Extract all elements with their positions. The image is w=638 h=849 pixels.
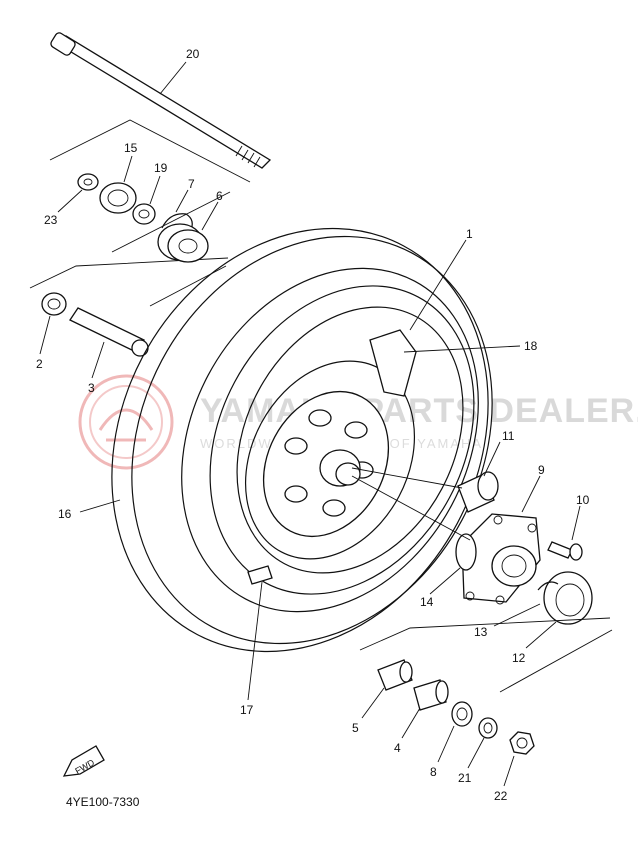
callout-15: 15 — [124, 141, 138, 155]
brake-disc-tab — [369, 329, 417, 397]
part-spacer-3[interactable] — [69, 307, 149, 357]
callout-1: 1 — [466, 227, 473, 241]
diagram-code: 4YE100-7330 — [66, 795, 140, 809]
callout-14: 14 — [420, 595, 434, 609]
part-spacer-4[interactable] — [413, 679, 449, 711]
part-bolt-10[interactable] — [547, 541, 583, 561]
part-axle[interactable] — [49, 31, 272, 169]
callout-17: 17 — [240, 703, 254, 717]
part-wheel-16[interactable] — [40, 162, 562, 718]
callout-5: 5 — [352, 721, 359, 735]
callout-4: 4 — [394, 741, 401, 755]
watermark-title: YAMAHA PARTS DEALER.PL — [200, 392, 638, 430]
group-outline-lower — [359, 617, 613, 693]
callout-3: 3 — [88, 381, 95, 395]
callout-11: 11 — [502, 429, 515, 443]
watermark-logo — [78, 374, 174, 470]
callout-18: 18 — [524, 339, 538, 353]
callout-22: 22 — [494, 789, 508, 803]
part-hub-9[interactable] — [461, 513, 541, 605]
part-nut-22[interactable] — [509, 731, 535, 755]
fwd-arrow: FWD — [62, 745, 105, 777]
callout-23: 23 — [44, 213, 58, 227]
part-oil-seal-12[interactable] — [543, 571, 593, 625]
callout-21: 21 — [458, 771, 472, 785]
callout-12: 12 — [512, 651, 526, 665]
callouts: 20 15 19 7 6 23 2 3 1 18 16 11 9 10 14 1… — [36, 47, 590, 803]
part-washer-23[interactable] — [77, 173, 99, 191]
part-circlip-7[interactable] — [161, 213, 193, 233]
callout-10: 10 — [576, 493, 590, 507]
leader-lines — [39, 61, 581, 787]
part-collar-5[interactable] — [377, 659, 413, 691]
part-collar-19[interactable] — [132, 203, 156, 225]
part-bearing-13[interactable] — [537, 581, 559, 591]
part-oil-seal-15[interactable] — [99, 182, 137, 214]
group-outline-upper — [49, 119, 251, 253]
part-bearing-6[interactable] — [157, 223, 209, 263]
callout-8: 8 — [430, 765, 437, 779]
part-washer-21[interactable] — [478, 717, 498, 739]
part-valve-17[interactable] — [247, 565, 273, 585]
callout-7: 7 — [188, 177, 195, 191]
part-collar-2[interactable] — [41, 292, 67, 316]
part-collar-11[interactable] — [457, 471, 499, 513]
callout-6: 6 — [216, 189, 223, 203]
callout-19: 19 — [154, 161, 168, 175]
part-bearing-8[interactable] — [451, 701, 473, 727]
callout-16: 16 — [58, 507, 72, 521]
callout-9: 9 — [538, 463, 545, 477]
callout-2: 2 — [36, 357, 43, 371]
callout-13: 13 — [474, 625, 488, 639]
callout-20: 20 — [186, 47, 200, 61]
part-damper-14[interactable] — [455, 533, 477, 571]
